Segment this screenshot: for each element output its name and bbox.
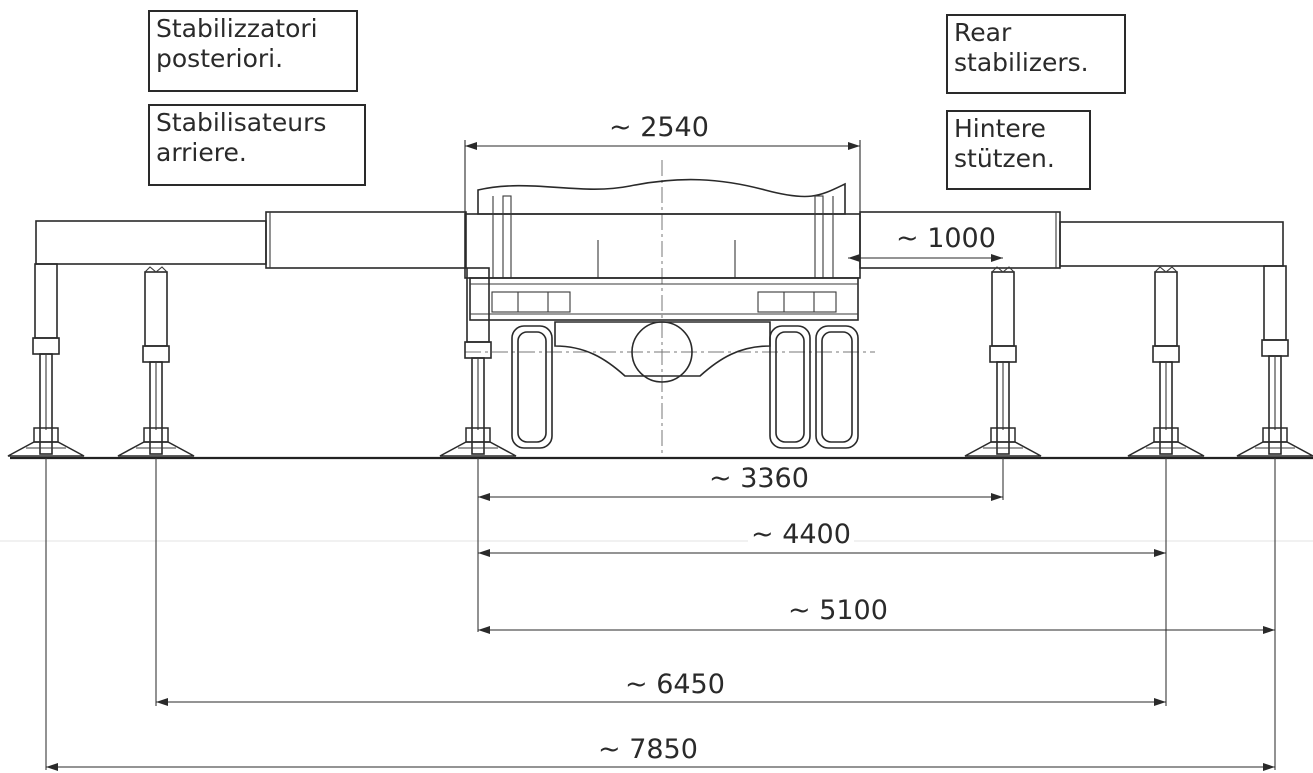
jack-inner-left — [117, 266, 195, 457]
jacks-group — [7, 263, 1313, 457]
label-english: Rear stabilizers. — [946, 14, 1126, 94]
jack-mid-right — [1127, 266, 1205, 457]
jack-outer-left — [7, 263, 85, 457]
jack-center-left — [439, 267, 517, 457]
truck-body — [464, 178, 861, 449]
label-italian: Stabilizzatori posteriori. — [148, 10, 358, 92]
dimension-1000: ~ 1000 — [896, 223, 996, 254]
dimension-7850: ~ 7850 — [595, 735, 701, 765]
dimension-6450: ~ 6450 — [622, 670, 728, 700]
dimension-lines — [45, 140, 1276, 771]
dimension-3360: ~ 3360 — [706, 464, 812, 494]
jack-outer-right — [1236, 265, 1313, 457]
label-french: Stabilisateurs arriere. — [148, 104, 366, 186]
dimension-2540: ~ 2540 — [606, 113, 712, 143]
jack-inner-right — [964, 266, 1042, 457]
dimension-4400: ~ 4400 — [748, 520, 854, 550]
dimension-5100: ~ 5100 — [785, 596, 891, 626]
label-german: Hintere stützen. — [946, 110, 1091, 190]
left-stabilizer-beam — [35, 211, 467, 269]
